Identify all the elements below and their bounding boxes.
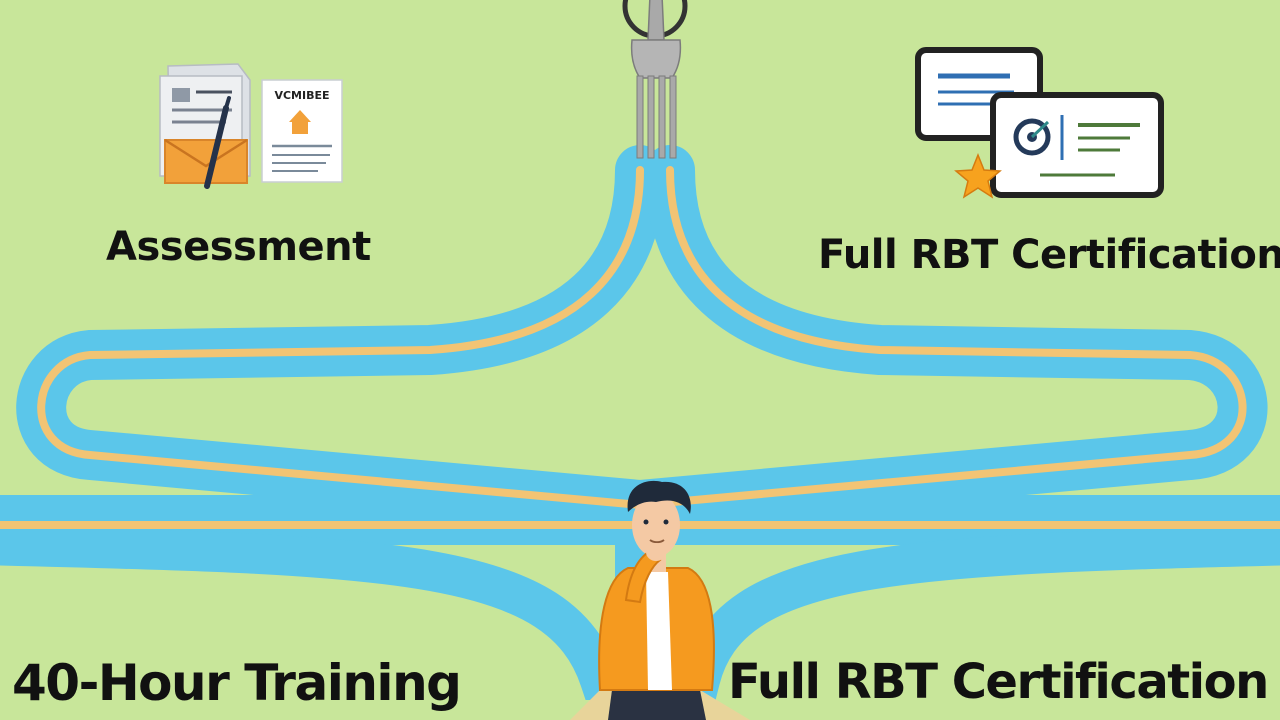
person-face <box>632 493 680 557</box>
person-hand <box>646 543 666 561</box>
document-header-text: VCMIBEE <box>274 89 329 102</box>
pen-icon <box>204 96 231 189</box>
thinking-person-icon <box>598 480 715 720</box>
award-ribbon-icon <box>954 152 1002 199</box>
person-shirt <box>646 572 672 690</box>
forty-hour-training-label: 40-Hour Training <box>12 654 462 712</box>
stripe-top-right <box>636 166 1247 509</box>
fork-icon <box>622 0 688 159</box>
certificate-cards-icon <box>915 47 1164 199</box>
person-hair <box>627 480 691 514</box>
stripe-top-left <box>37 166 644 509</box>
full-rbt-certification-bottom-label: Full RBT Certification <box>728 654 1269 710</box>
person-legs <box>608 690 706 720</box>
full-rbt-certification-top-label: Full RBT Certification <box>818 232 1280 278</box>
certificate-document: VCMIBEE <box>261 79 343 183</box>
assessment-label: Assessment <box>106 224 371 270</box>
target-badge-icon <box>1013 118 1051 156</box>
house-icon <box>289 110 311 134</box>
assessment-documents-icon: VCMIBEE <box>159 63 343 189</box>
